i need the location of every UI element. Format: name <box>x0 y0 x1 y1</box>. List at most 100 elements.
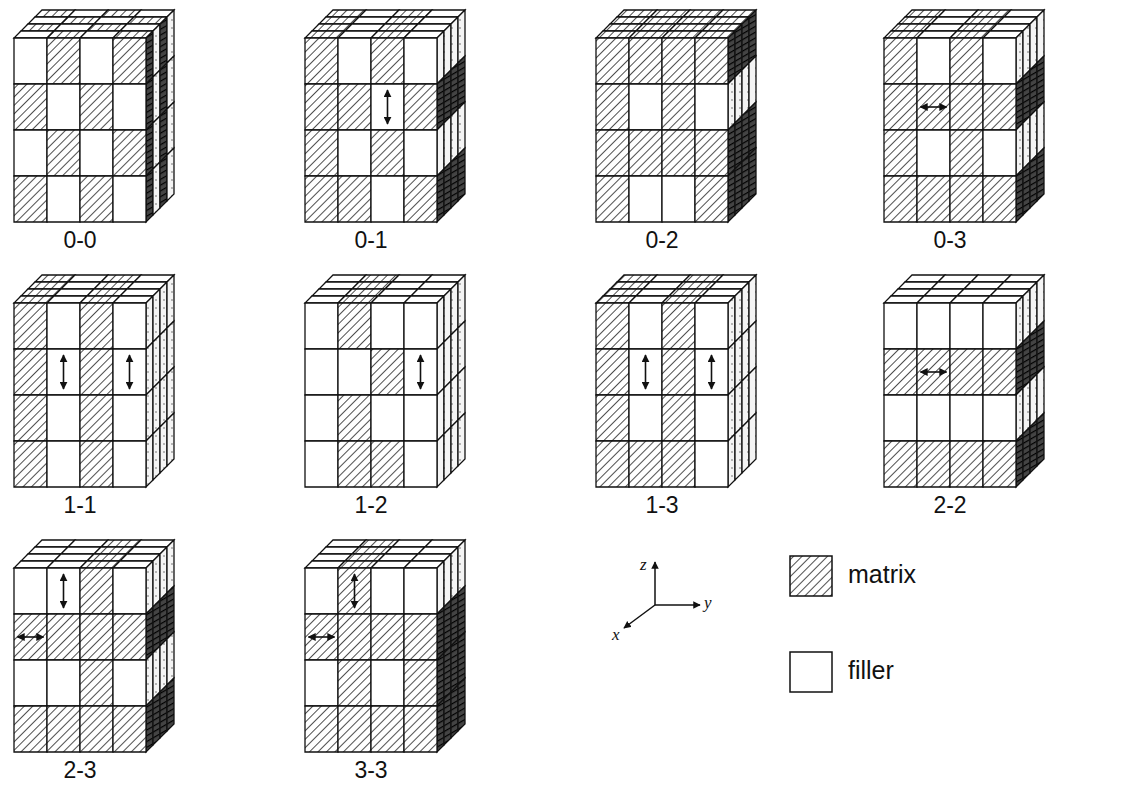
cube-cell <box>917 38 950 84</box>
cube-cell <box>404 614 437 660</box>
cube-cell <box>1023 162 1030 215</box>
cube-cell <box>437 434 444 487</box>
cube-cell <box>735 289 742 342</box>
cube-cell <box>451 109 458 162</box>
direction-arrow <box>711 355 713 389</box>
cube-cell <box>983 38 1016 84</box>
cube-cell <box>629 130 662 176</box>
direction-arrow <box>645 355 647 389</box>
cube-cell <box>47 706 80 752</box>
cube-cell <box>1030 17 1037 70</box>
cube-cell <box>749 148 756 201</box>
cube-cell <box>404 176 437 222</box>
cube-cell <box>113 130 146 176</box>
cube-cell <box>742 63 749 116</box>
cube-cell <box>437 388 444 441</box>
cube-cell <box>884 349 917 395</box>
cube-cell <box>983 395 1016 441</box>
cube-cell <box>444 162 451 215</box>
cube-cell <box>404 38 437 84</box>
cube-cell <box>146 123 153 176</box>
cube-cell <box>153 70 160 123</box>
cube-cell <box>146 342 153 395</box>
cube-cell <box>338 349 371 395</box>
cube-cell <box>146 169 153 222</box>
cube-cell <box>662 441 695 487</box>
cube-cell <box>371 614 404 660</box>
cube-cell <box>437 561 444 614</box>
cube-cell <box>167 413 174 466</box>
cube-cell <box>444 24 451 77</box>
cube-cell <box>437 31 444 84</box>
cube-cell <box>451 685 458 738</box>
cube-cell <box>437 699 444 752</box>
cube-cell <box>728 169 735 222</box>
cube-cell <box>1037 321 1044 374</box>
cube-cell <box>305 84 338 130</box>
cube-cell <box>728 77 735 130</box>
cube-cell <box>749 10 756 63</box>
cube-cell <box>80 38 113 84</box>
cube-cell <box>338 660 371 706</box>
cube-cell <box>153 692 160 745</box>
cube-cell <box>113 38 146 84</box>
cube-cell <box>153 554 160 607</box>
cube-cell <box>338 706 371 752</box>
cube-cell <box>371 176 404 222</box>
cube-cell <box>167 678 174 731</box>
cube-cell <box>1030 109 1037 162</box>
cube-cell <box>1016 123 1023 176</box>
cube-cell <box>444 600 451 653</box>
direction-arrow <box>18 636 44 638</box>
cube-cell <box>371 706 404 752</box>
cube-cell <box>1030 374 1037 427</box>
cube-cell <box>167 275 174 328</box>
cube-cell <box>47 349 80 395</box>
cube-cell <box>14 176 47 222</box>
cube-cell <box>742 374 749 427</box>
cube-cell <box>14 568 47 614</box>
cube-cell <box>695 176 728 222</box>
cube-cell <box>305 130 338 176</box>
cube-label: 1-3 <box>645 493 678 518</box>
cube-cell <box>80 660 113 706</box>
cube-cell <box>167 321 174 374</box>
cube-cell <box>917 441 950 487</box>
cube-label: 0-1 <box>354 228 387 253</box>
direction-arrow <box>420 355 422 389</box>
cube-cell <box>1023 116 1030 169</box>
cube-cell <box>444 381 451 434</box>
cube-cell <box>80 568 113 614</box>
cube-cell <box>113 349 146 395</box>
cube-cell <box>14 614 47 660</box>
cube-cell <box>167 148 174 201</box>
cube-cell <box>437 342 444 395</box>
cube-cell <box>1023 24 1030 77</box>
cube-cell <box>404 84 437 130</box>
cube-cell <box>80 130 113 176</box>
cube-cell <box>113 441 146 487</box>
cube-cell <box>167 56 174 109</box>
cube-cell <box>749 413 756 466</box>
cube-cell <box>629 38 662 84</box>
cube-cell <box>80 84 113 130</box>
cube-cell <box>917 130 950 176</box>
cube-label: 0-0 <box>63 228 96 253</box>
cube-cell <box>1037 56 1044 109</box>
cube-cell <box>146 77 153 130</box>
cube-cell <box>80 303 113 349</box>
cube-cell <box>305 38 338 84</box>
cube-cell <box>153 335 160 388</box>
cube-cell <box>917 395 950 441</box>
cube-cell <box>1016 31 1023 84</box>
cube-cell <box>371 303 404 349</box>
cube-cell <box>338 303 371 349</box>
cube-cell <box>14 441 47 487</box>
cube-cell <box>47 176 80 222</box>
cube-cell <box>437 123 444 176</box>
cube-cell <box>884 395 917 441</box>
cube-cell <box>146 434 153 487</box>
cube-cell <box>458 56 465 109</box>
cube-cell <box>338 84 371 130</box>
cube-cell <box>884 176 917 222</box>
